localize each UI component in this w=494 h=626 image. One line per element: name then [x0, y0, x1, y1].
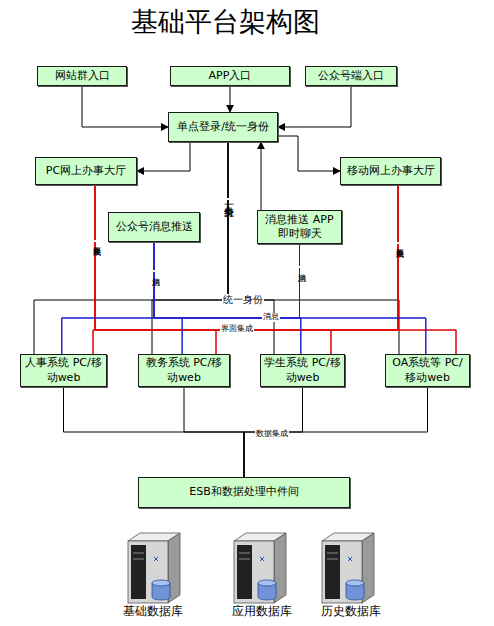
connector: [34, 142, 228, 354]
connector: [230, 86, 231, 112]
server-icon: [128, 533, 180, 603]
cross-mark: [348, 557, 352, 561]
process-box: 移动网上办事大厅: [340, 157, 441, 185]
database-label: 历史数据库: [320, 605, 382, 618]
box-label: 学生系统 PC/移动web: [264, 356, 341, 385]
process-box: OA系统等 PC/移动web: [385, 354, 470, 387]
box-label: OA系统等 PC/移动web: [389, 356, 466, 385]
line-label: 数据集成: [255, 430, 289, 439]
connector: [228, 142, 274, 354]
diagram-title: 基础平台架构图: [0, 4, 450, 40]
server-panel: [237, 545, 252, 599]
connector: [300, 244, 426, 354]
process-box: 公众号端入口: [305, 66, 397, 86]
connector: [152, 142, 228, 354]
server-slot: [133, 553, 144, 554]
server-slot: [327, 559, 338, 560]
connector: [154, 242, 301, 354]
server-panel: [325, 545, 340, 599]
process-box: 人事系统 PC/移动web: [20, 354, 107, 387]
connector: [154, 242, 426, 354]
line-label: 界面集成: [91, 240, 100, 242]
connector: [154, 242, 182, 354]
connector: [244, 387, 428, 477]
connector: [95, 185, 456, 354]
box-label: 公众号端入口: [318, 69, 384, 83]
box-label: 网站群入口: [55, 69, 110, 83]
process-box: 教务系统 PC/移动web: [138, 354, 230, 387]
process-box: ESB和数据处理中件间: [138, 477, 350, 508]
database-label: 应用数据库: [231, 605, 293, 618]
box-label: 教务系统 PC/移动web: [142, 356, 226, 385]
connector: [261, 142, 262, 210]
box-label: ESB和数据处理中件间: [189, 485, 298, 499]
line-label: 界面集成: [220, 325, 254, 334]
server-slot: [133, 559, 144, 560]
process-box: 网站群入口: [37, 66, 127, 86]
database-label: 基础数据库: [122, 605, 184, 618]
connector: [64, 387, 245, 477]
line-label: 消息: [296, 266, 305, 268]
line-label: 统一身份: [222, 294, 264, 305]
server-slot: [239, 553, 250, 554]
box-label: PC网上办事大厅: [46, 164, 126, 178]
process-box: PC网上办事大厅: [35, 157, 137, 185]
database-top: [258, 580, 276, 586]
box-label: 消息推送 APP即时聊天: [261, 213, 338, 242]
server-slot: [239, 559, 250, 560]
server-panel: [131, 545, 146, 599]
connector: [137, 142, 190, 171]
box-label: 公众号消息推送: [116, 220, 193, 234]
server-slot: [327, 553, 338, 554]
edge-layer: [34, 86, 456, 477]
box-label: 人事系统 PC/移动web: [24, 356, 103, 385]
connector: [278, 136, 340, 171]
box-label: 移动网上办事大厅: [347, 164, 435, 178]
box-label: APP入口: [209, 69, 252, 83]
connector: [82, 86, 168, 127]
box-label: 单点登录/统一身份: [177, 120, 269, 134]
connector: [93, 185, 398, 354]
connector: [278, 86, 351, 127]
connector: [95, 185, 216, 354]
connector: [398, 185, 456, 354]
connector: [216, 185, 398, 354]
connector: [62, 242, 154, 354]
server-group: [128, 533, 374, 603]
line-label: 消息: [262, 313, 280, 322]
process-box: 消息推送 APP即时聊天: [257, 210, 342, 244]
process-box: 公众号消息推送: [108, 212, 200, 242]
cross-mark: [260, 557, 264, 561]
server-icon: [234, 533, 286, 603]
line-label: 统一身份: [223, 198, 234, 200]
line-label: 界面集成: [394, 242, 403, 244]
cross-mark: [154, 557, 158, 561]
process-box: APP入口: [170, 66, 290, 86]
process-box: 单点登录/统一身份: [168, 112, 278, 142]
database-top: [152, 580, 170, 586]
connector: [182, 244, 299, 354]
database-top: [346, 580, 364, 586]
server-icon: [322, 533, 374, 603]
connector: [184, 387, 244, 477]
process-box: 学生系统 PC/移动web: [260, 354, 345, 387]
connector: [62, 244, 300, 354]
line-label: 消息: [150, 270, 159, 272]
